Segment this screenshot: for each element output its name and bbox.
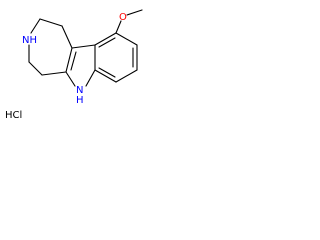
structure-canvas: O NH N H HCl [0, 0, 167, 132]
bond-c3-c2 [65, 47, 73, 73]
amine-nh-label: NH [22, 35, 37, 46]
bond-ch2a-ch2b [39, 18, 63, 27]
molecule-drawing: O NH N H HCl [5, 9, 143, 121]
bond-c3-ch2a [61, 25, 73, 49]
bond-c3-c2-inner [70, 51, 77, 71]
bond-c3a-c3 [71, 44, 96, 49]
bond-b3-b4 [115, 69, 138, 83]
bond-o-methyl [126, 9, 143, 16]
indole-h-label: H [76, 95, 84, 106]
bond-b4-b5 [94, 69, 117, 83]
bond-c2-n1 [65, 71, 76, 87]
bond-b1-b2 [115, 32, 138, 46]
bond-ch2d-c2 [41, 71, 67, 76]
indole-n-label: N [76, 85, 83, 96]
bond-ch2c-ch2d [28, 61, 43, 76]
bond-aryl-o [115, 20, 122, 34]
bond-b4-b5-inner [98, 67, 116, 78]
bond-b6-b1-inner [98, 37, 116, 48]
hcl-salt-label: HCl [5, 110, 22, 121]
bond-n1-c7a [85, 69, 96, 87]
bond-ch2b-nh [30, 18, 41, 34]
oxygen-atom-label: O [119, 12, 127, 23]
bond-b6-b1 [94, 32, 117, 46]
